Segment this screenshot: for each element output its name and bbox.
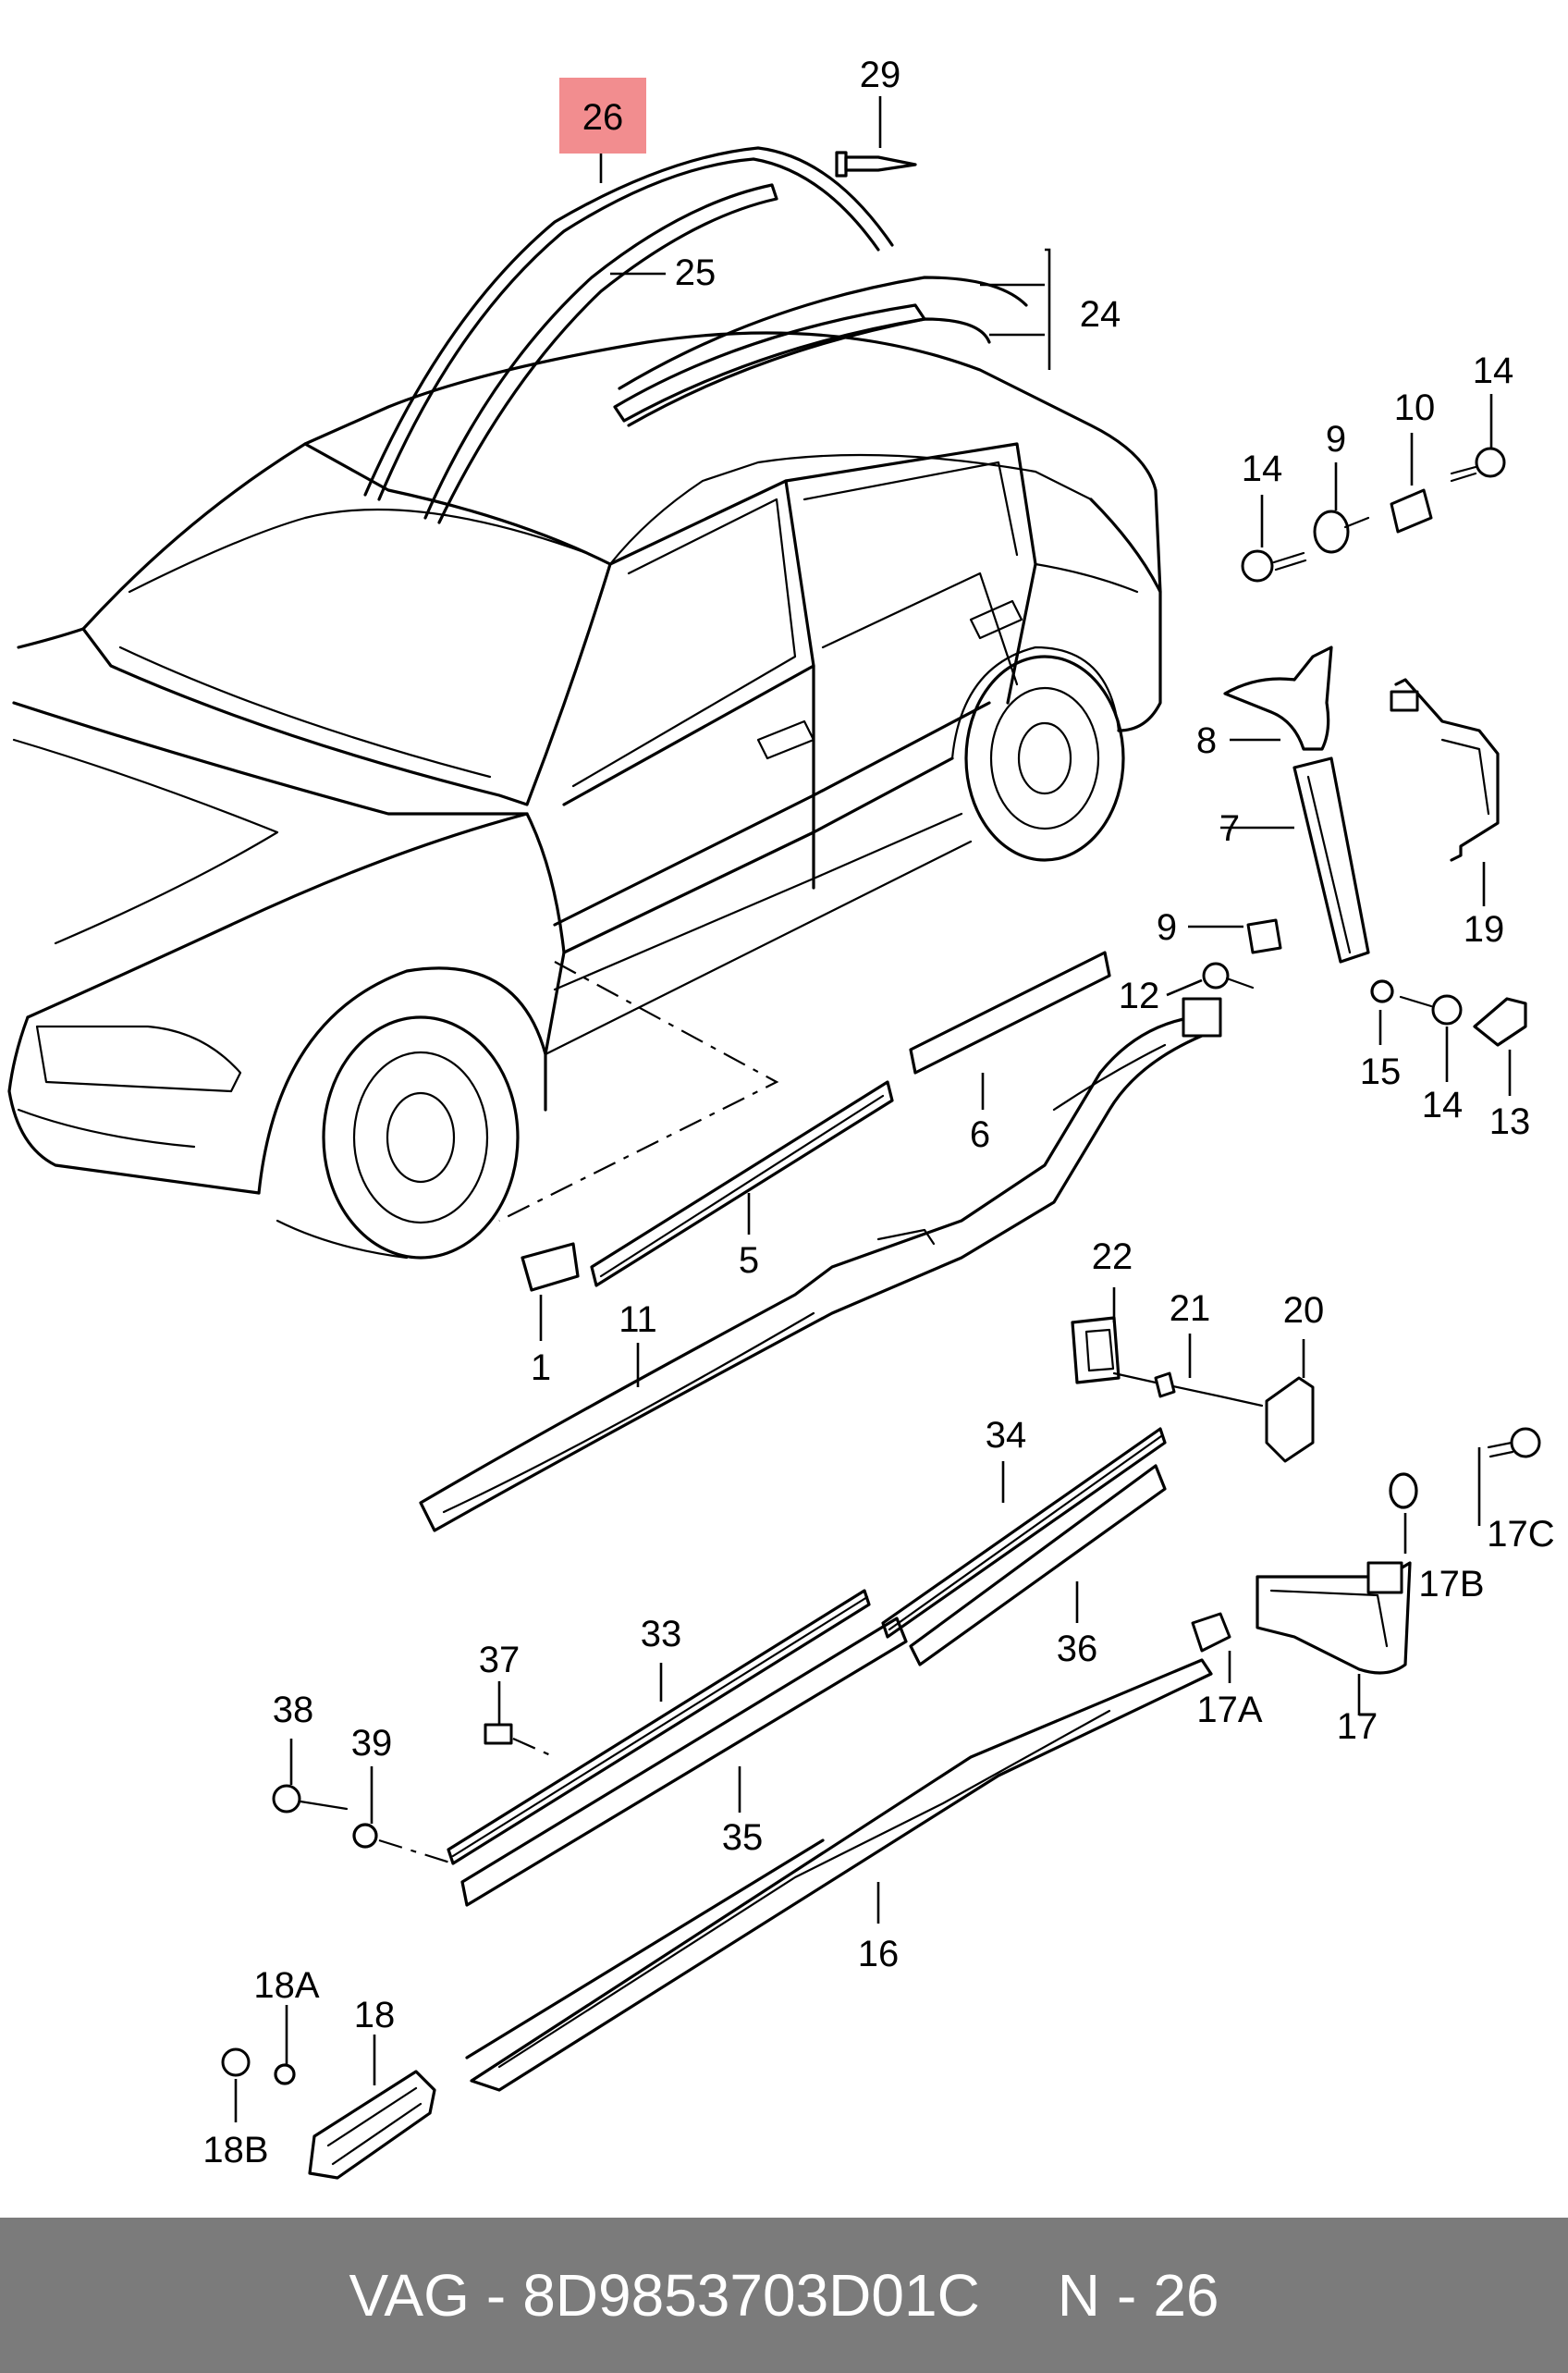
parts-diagram: 26 29 25 24 14 9 10 14 8 7 19 9 12 15 14… xyxy=(7,55,1555,2180)
callout-33: 33 xyxy=(641,1614,682,1654)
callout-13: 13 xyxy=(1489,1101,1531,1142)
fastener-parts-mid xyxy=(1071,1316,1315,1463)
callout-25: 25 xyxy=(675,252,717,293)
callout-34: 34 xyxy=(986,1415,1027,1456)
fastener-parts-upper xyxy=(1202,447,1527,1047)
callout-18b: 18B xyxy=(202,2130,268,2170)
callout-19: 19 xyxy=(1464,909,1505,950)
callout-14-right: 14 xyxy=(1473,350,1514,391)
callout-1: 1 xyxy=(531,1347,551,1388)
callout-39: 39 xyxy=(351,1723,393,1764)
callout-24: 24 xyxy=(1080,294,1121,335)
position-number: 26 xyxy=(1153,2262,1219,2329)
callout-10: 10 xyxy=(1394,387,1436,428)
car-body xyxy=(7,331,1162,1260)
callout-35: 35 xyxy=(722,1817,764,1858)
callout-17b: 17B xyxy=(1418,1564,1484,1605)
callout-7: 7 xyxy=(1219,808,1240,849)
callout-15: 15 xyxy=(1360,1051,1402,1092)
footer-separator: - xyxy=(485,2262,507,2329)
callout-17: 17 xyxy=(1337,1706,1378,1747)
position-separator: - xyxy=(1117,2262,1137,2329)
selected-part-highlight xyxy=(559,78,646,154)
side-moulding-parts xyxy=(419,951,1222,1532)
callout-9-top: 9 xyxy=(1326,419,1346,460)
part-number-footer: VAG - 8D9853703D01C N - 26 xyxy=(0,2218,1568,2373)
position-prefix: N xyxy=(1057,2262,1101,2329)
callout-22: 22 xyxy=(1092,1236,1133,1277)
callout-37: 37 xyxy=(479,1640,521,1680)
leader-lines xyxy=(234,96,1512,2122)
callout-26: 26 xyxy=(582,97,624,138)
callout-20: 20 xyxy=(1283,1290,1325,1331)
callout-9-mid: 9 xyxy=(1157,907,1177,948)
callout-16: 16 xyxy=(858,1934,900,1974)
callout-29: 29 xyxy=(860,55,901,95)
callout-5: 5 xyxy=(739,1240,759,1281)
callout-36: 36 xyxy=(1057,1629,1098,1669)
part-number: 8D9853703D01C xyxy=(522,2262,980,2329)
callout-14-lower: 14 xyxy=(1422,1085,1464,1125)
roof-trim-parts xyxy=(363,146,1028,524)
callout-18a: 18A xyxy=(253,1965,319,2006)
callout-21: 21 xyxy=(1170,1288,1211,1329)
callout-38: 38 xyxy=(273,1690,314,1730)
callout-17a: 17A xyxy=(1196,1690,1262,1730)
sill-panel-parts xyxy=(221,1427,1541,2180)
brand-label: VAG xyxy=(349,2262,470,2329)
callout-14-left: 14 xyxy=(1242,449,1283,489)
callout-6: 6 xyxy=(970,1114,990,1155)
callout-11: 11 xyxy=(619,1299,657,1340)
callout-17c: 17C xyxy=(1487,1514,1554,1555)
callout-18: 18 xyxy=(354,1995,396,2035)
callout-8: 8 xyxy=(1196,720,1217,761)
callout-12: 12 xyxy=(1119,976,1160,1016)
